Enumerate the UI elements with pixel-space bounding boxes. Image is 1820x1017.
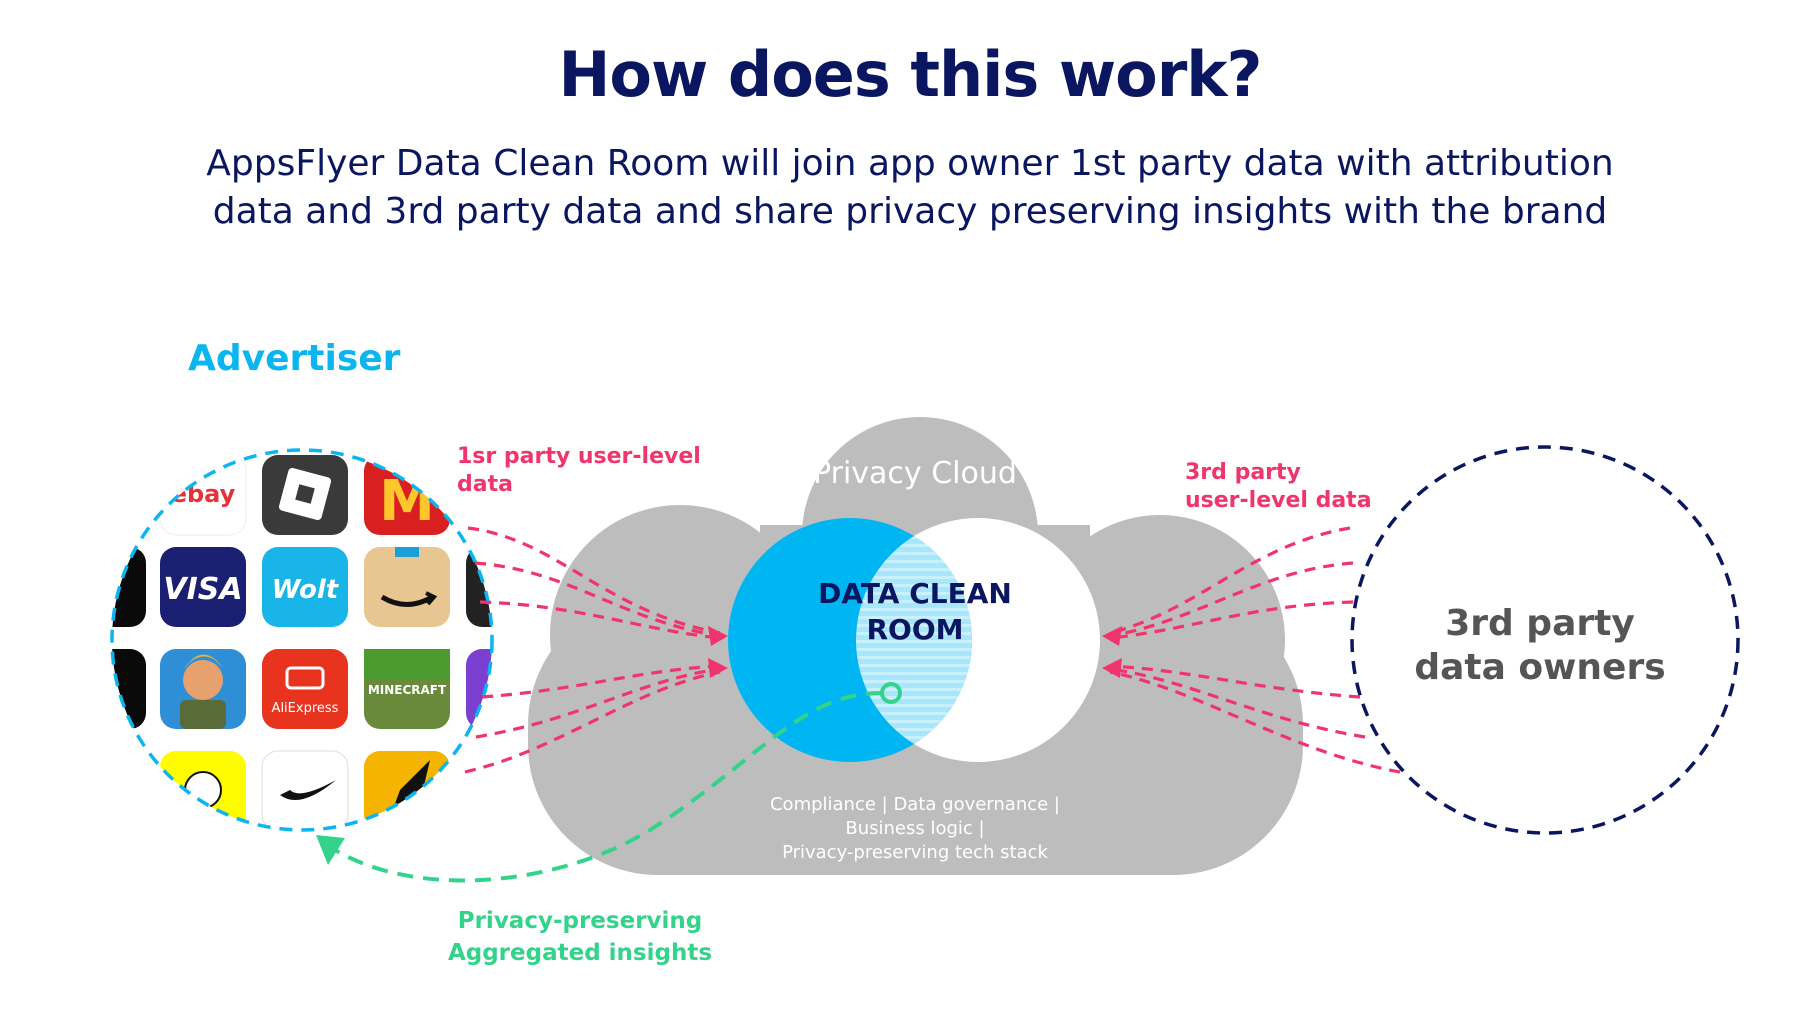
- svg-text:AliExpress: AliExpress: [272, 701, 339, 716]
- svg-text:ebay: ebay: [171, 480, 236, 508]
- third-party-label: 3rd party user-level data: [1185, 459, 1372, 515]
- owners-line-2: data owners: [1414, 647, 1666, 688]
- svg-text:VISA: VISA: [163, 572, 242, 607]
- insights-label: Privacy-preserving Aggregated insights: [440, 905, 720, 969]
- privacy-cloud-title: Privacy Cloud: [813, 456, 1017, 491]
- advertiser-dashed-circle: [110, 448, 494, 832]
- advertiser-label: Advertiser: [188, 338, 401, 379]
- subtitle-line-2: data and 3rd party data and share privac…: [212, 191, 1608, 232]
- data-clean-room-venn: [728, 518, 1100, 762]
- insights-label-line-2: Aggregated insights: [447, 940, 713, 966]
- third-party-arrowheads: [1102, 626, 1122, 678]
- page-subtitle: AppsFlyer Data Clean Room will join app …: [110, 140, 1710, 236]
- svg-text:MINECRAFT: MINECRAFT: [368, 683, 447, 697]
- tech-stack-line-2: Business logic |: [845, 818, 985, 839]
- dcr-line-1: DATA CLEAN: [818, 577, 1012, 610]
- page-title: How does this work?: [558, 38, 1262, 111]
- third-party-label-line-2: user-level data: [1185, 488, 1372, 513]
- owners-dashed-circle: [1350, 445, 1740, 835]
- subtitle-line-1: AppsFlyer Data Clean Room will join app …: [206, 143, 1614, 184]
- first-party-arrowheads: [708, 626, 728, 678]
- overlap-region: [856, 518, 972, 762]
- first-party-arrows: [464, 526, 721, 774]
- tech-stack-line-1: Compliance | Data governance |: [769, 794, 1060, 815]
- third-party-label-line-1: 3rd party: [1185, 460, 1301, 485]
- advertiser-app-grid: ebay M VISA Wolt AliExpress MINECRAFT: [112, 454, 492, 830]
- insights-arrow: [316, 682, 902, 883]
- owners-line-1: 3rd party: [1445, 603, 1635, 644]
- data-owners-label: 3rd party data owners: [1390, 602, 1690, 690]
- dcr-line-2: ROOM: [866, 613, 964, 646]
- insights-label-line-1: Privacy-preserving: [457, 908, 703, 934]
- third-party-arrows: [1109, 526, 1401, 774]
- tech-stack-line-3: Privacy-preserving tech stack: [782, 842, 1048, 863]
- tech-stack-caption: Compliance | Data governance | Business …: [715, 793, 1115, 865]
- svg-text:M: M: [379, 469, 435, 534]
- first-party-label-line-1: 1sr party user-level: [457, 444, 701, 469]
- svg-text:Wolt: Wolt: [272, 575, 340, 605]
- first-party-label: 1sr party user-level data: [457, 443, 701, 499]
- first-party-label-line-2: data: [457, 472, 513, 497]
- data-clean-room-label: DATA CLEAN ROOM: [790, 576, 1040, 648]
